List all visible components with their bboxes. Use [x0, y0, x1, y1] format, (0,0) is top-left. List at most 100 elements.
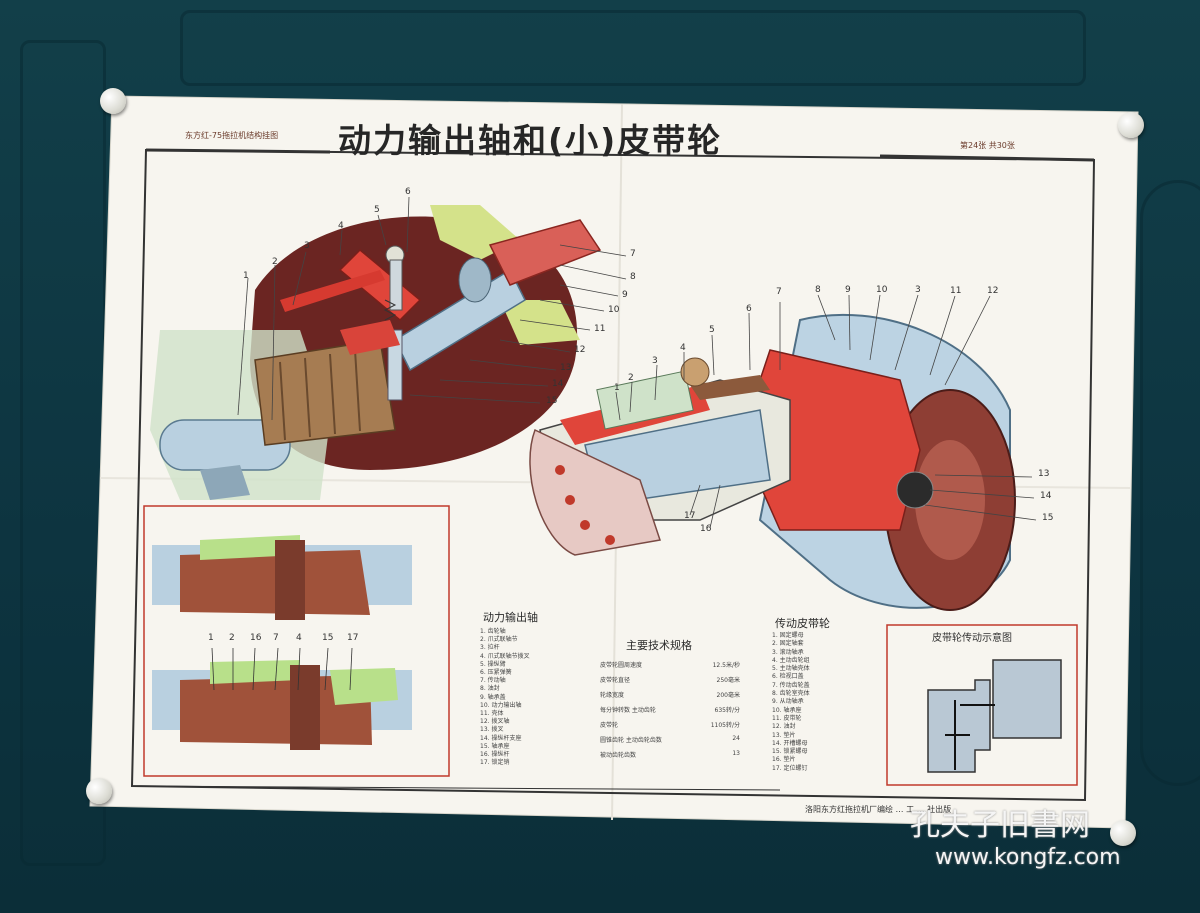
inset-callout-6: 15 — [322, 633, 334, 643]
pto-legend-item-5: 5. 操纵臂 — [480, 660, 506, 668]
pulley-callout-top-4: 4 — [680, 343, 686, 353]
pulley-callout-top-7: 7 — [776, 287, 782, 297]
spec-value: 12.5米/秒 — [712, 662, 740, 669]
watermark-text: 孔夫子旧書网 — [910, 808, 1090, 843]
pulley-callout-top-3: 3 — [652, 356, 658, 366]
pto-legend-item-8: 8. 油封 — [480, 685, 500, 693]
specs-table: 皮带轮圆周速度 12.5米/秒皮带轮直径 250毫米轮缘宽度 200毫米每分钟转数 主… — [600, 660, 740, 765]
inset-callout-4: 7 — [273, 633, 279, 643]
pto-callout-5: 5 — [374, 205, 380, 215]
spec-row: 被动齿轮齿数 13 — [600, 750, 740, 765]
pulley-callout-top-10: 10 — [876, 285, 888, 295]
inset-callout-2: 2 — [229, 633, 235, 643]
schematic-heading: 皮带轮传动示意图 — [932, 633, 1012, 644]
pto-callout-2: 2 — [272, 257, 278, 267]
pto-cutaway-illustration — [150, 196, 627, 500]
pto-callout-9: 9 — [622, 290, 628, 300]
spec-label: 皮带轮 — [600, 722, 619, 729]
pto-legend-item-12: 12. 拨叉轴 — [480, 718, 510, 726]
pto-callout-11: 11 — [594, 324, 606, 334]
spec-row: 每分钟转数 主动齿轮 635转/分 — [600, 705, 740, 720]
pulley-legend-item-2: 2. 固定轴套 — [772, 640, 804, 648]
pulley-legend-item-15: 15. 锁紧螺母 — [772, 748, 808, 756]
pulley-legend-item-12: 12. 油封 — [772, 723, 796, 731]
spec-value: 250毫米 — [716, 677, 740, 684]
pushpin-top-right — [1118, 112, 1144, 138]
watermark-url: www.kongfz.com — [935, 845, 1121, 870]
spec-label: 每分钟转数 主动齿轮 — [600, 707, 656, 714]
pto-callout-6: 6 — [405, 187, 411, 197]
pulley-legend-item-9: 9. 从动轴承 — [772, 698, 804, 706]
inset-callout-3: 16 — [250, 633, 262, 643]
pto-legend-item-6: 6. 压紧弹簧 — [480, 669, 512, 677]
inset-callout-7: 17 — [347, 633, 359, 643]
pulley-callout-top-1: 1 — [614, 383, 620, 393]
pulley-legend-item-14: 14. 开槽螺母 — [772, 739, 808, 747]
pto-callout-7: 7 — [630, 249, 636, 259]
pulley-legend-heading: 传动皮带轮 — [775, 617, 830, 630]
pushpin-top-left — [100, 88, 126, 114]
pulley-callout-top-12: 11 — [950, 286, 962, 296]
spec-value: 200毫米 — [716, 692, 740, 699]
publisher-line: 洛阳东方红拖拉机厂编绘 … 工 … 社出版 — [805, 805, 952, 814]
pto-legend-heading: 动力输出轴 — [483, 611, 538, 624]
pulley-legend-item-17: 17. 定位螺钉 — [772, 764, 808, 772]
pushpin-bottom-right — [1110, 820, 1136, 846]
pto-legend-item-16: 16. 操纵杆 — [480, 751, 510, 759]
spec-label: 圆锥齿轮 主动齿轮齿数 — [600, 737, 662, 744]
pto-legend-item-3: 3. 拉杆 — [480, 644, 500, 652]
spec-row: 皮带轮直径 250毫米 — [600, 675, 740, 690]
pulley-legend-item-11: 11. 皮带轮 — [772, 714, 802, 722]
pulley-legend-item-5: 5. 主动轴壳体 — [772, 665, 810, 673]
pulley-callout-right-1: 13 — [1038, 469, 1050, 479]
inset-callout-5: 4 — [296, 633, 302, 643]
pto-legend-item-14: 14. 操纵杆支座 — [480, 734, 522, 742]
pto-legend-item-7: 7. 传动轴 — [480, 677, 506, 685]
pulley-callout-top-2: 2 — [628, 373, 634, 383]
pulley-callout-bottom-2: 16 — [700, 524, 712, 534]
spec-value: 635转/分 — [714, 707, 740, 714]
spec-value: 1105转/分 — [710, 722, 740, 729]
spec-value: 24 — [732, 735, 740, 742]
pto-legend-item-4: 4. 爪式联轴节拨叉 — [480, 652, 530, 660]
pto-callout-8: 8 — [630, 272, 636, 282]
pulley-callout-top-5: 5 — [709, 325, 715, 335]
spec-value: 13 — [732, 750, 740, 757]
pulley-legend-item-13: 13. 垫片 — [772, 731, 796, 739]
pulley-callout-top-8: 8 — [815, 285, 821, 295]
spec-label: 皮带轮圆周速度 — [600, 662, 643, 669]
spec-row: 皮带轮圆周速度 12.5米/秒 — [600, 660, 740, 675]
pulley-legend-item-16: 16. 垫片 — [772, 756, 796, 764]
pulley-callout-right-3: 15 — [1042, 513, 1054, 523]
pto-legend-item-9: 9. 轴承盖 — [480, 693, 506, 701]
pto-legend-item-2: 2. 爪式联轴节 — [480, 636, 518, 644]
spec-row: 圆锥齿轮 主动齿轮齿数 24 — [600, 735, 740, 750]
pto-callout-1: 1 — [243, 271, 249, 281]
pulley-legend-item-1: 1. 固定螺母 — [772, 632, 804, 639]
pushpin-bottom-left — [86, 778, 112, 804]
spec-label: 皮带轮直径 — [600, 677, 631, 684]
pulley-callout-top-6: 6 — [746, 304, 752, 314]
spec-row: 轮缘宽度 200毫米 — [600, 690, 740, 705]
pulley-callout-top-11: 3 — [915, 285, 921, 295]
transmission-schematic — [886, 624, 1078, 786]
spec-label: 轮缘宽度 — [600, 692, 625, 699]
pulley-legend-item-6: 6. 检视口盖 — [772, 673, 804, 681]
pulley-cutaway-illustration — [529, 294, 1037, 611]
specs-heading: 主要技术规格 — [626, 639, 692, 652]
pto-callout-4: 4 — [338, 221, 344, 231]
pulley-callout-top-13: 12 — [987, 286, 999, 296]
pulley-legend-item-4: 4. 主动齿轮组 — [772, 656, 810, 664]
pto-legend-item-10: 10. 动力输出轴 — [480, 701, 522, 709]
poster-title: 动力输出轴和(小)皮带轮 — [338, 121, 723, 160]
pto-legend-item-11: 11. 壳体 — [480, 710, 504, 718]
pto-legend-item-13: 13. 拨叉 — [480, 726, 504, 734]
pto-callout-10: 10 — [608, 305, 620, 315]
inset-callout-1: 1 — [208, 633, 214, 643]
pulley-legend-item-7: 7. 传动齿轮盖 — [772, 681, 810, 689]
pto-callout-12: 12 — [574, 345, 586, 355]
spec-label: 被动齿轮齿数 — [600, 752, 637, 759]
